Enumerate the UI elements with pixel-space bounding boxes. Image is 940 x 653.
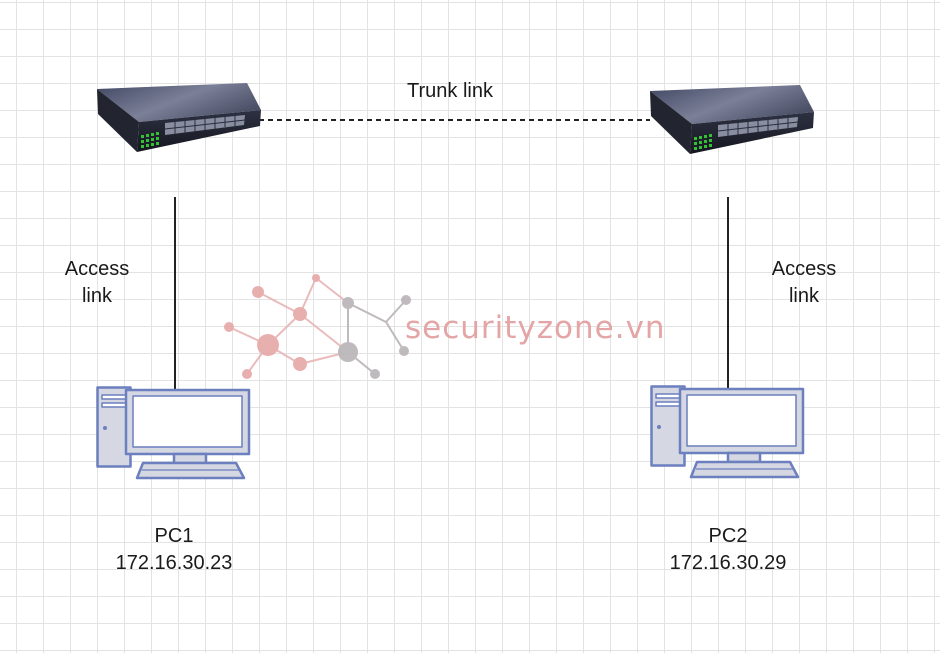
trunk-link-label: Trunk link <box>407 80 493 102</box>
pc1-name-label: PC1 <box>154 525 194 547</box>
pc1-ip-label: 172.16.30.23 <box>115 552 233 574</box>
pc2-computer-icon <box>650 385 805 479</box>
access-link-right-label: Access link <box>771 258 837 307</box>
access-link-left-label: Access link <box>64 258 130 307</box>
watermark-network-icon <box>224 274 411 379</box>
switch-left-icon <box>96 82 262 153</box>
watermark-text: securityzone.vn <box>405 310 666 346</box>
pc2-name-label: PC2 <box>708 525 748 547</box>
switch-right-icon <box>649 84 815 155</box>
pc2-ip-label: 172.16.30.29 <box>669 552 787 574</box>
pc1-computer-icon <box>96 386 251 480</box>
